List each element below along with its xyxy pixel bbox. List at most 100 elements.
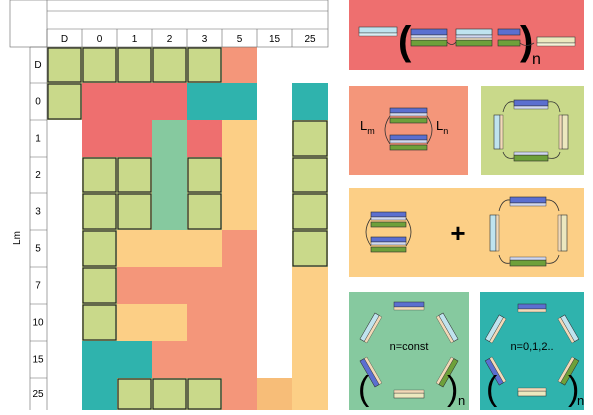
grid-cell bbox=[82, 341, 117, 378]
ring-brick-body bbox=[394, 302, 424, 307]
grid-cell bbox=[117, 267, 152, 304]
grid-cell bbox=[152, 193, 187, 230]
grid-cell bbox=[222, 341, 257, 378]
tetramer-bottom bbox=[514, 155, 548, 161]
linear-brick-right bbox=[537, 37, 575, 46]
grid-cell bbox=[47, 157, 82, 193]
grid-cell bbox=[117, 47, 152, 83]
column-label: 15 bbox=[269, 34, 281, 45]
dimer-brick-top bbox=[390, 108, 427, 123]
grid-cell bbox=[82, 230, 117, 267]
grid-cell bbox=[47, 230, 82, 267]
panel-ring-const: n=const ( ) n bbox=[349, 292, 469, 410]
grid-cell bbox=[257, 157, 292, 193]
row-label: 0 bbox=[35, 97, 41, 108]
grid-cell bbox=[292, 120, 328, 157]
grid-cell bbox=[222, 83, 257, 120]
panel-tetramer bbox=[481, 86, 584, 175]
ring-brick-stripe bbox=[394, 307, 424, 310]
grid-cell bbox=[257, 83, 292, 120]
lm-axis-label: Lm bbox=[12, 231, 23, 245]
grid-cell bbox=[187, 267, 222, 304]
grid-cell bbox=[187, 193, 222, 230]
grid-cell bbox=[187, 83, 222, 120]
plus-sign: + bbox=[450, 218, 465, 248]
grid-cell bbox=[292, 157, 328, 193]
ring-brick-stripe bbox=[394, 390, 424, 393]
grid-cell bbox=[187, 304, 222, 341]
grid-cell bbox=[47, 341, 82, 378]
panel-f-n: n bbox=[577, 393, 584, 408]
grid-cell bbox=[117, 341, 152, 378]
grid-cell bbox=[152, 378, 187, 410]
grid-cell bbox=[222, 304, 257, 341]
panel-e-n: n bbox=[458, 393, 465, 408]
tetramer-right bbox=[562, 115, 568, 149]
panel-a-n: n bbox=[532, 51, 541, 68]
grid-cell bbox=[257, 193, 292, 230]
grid-cell bbox=[152, 120, 187, 157]
grid-cell bbox=[82, 157, 117, 193]
row-label: 7 bbox=[35, 281, 41, 292]
grid-cell bbox=[257, 304, 292, 341]
paren-left-e: ( bbox=[358, 370, 370, 408]
paren-right-e: ) bbox=[447, 370, 458, 408]
grid-cell bbox=[292, 83, 328, 120]
grid-cell bbox=[47, 304, 82, 341]
linear-brick-left bbox=[359, 27, 397, 36]
grid-cell bbox=[292, 304, 328, 341]
ring-brick bbox=[518, 388, 546, 396]
ring-brick-body bbox=[394, 393, 424, 398]
grid-cell bbox=[47, 267, 82, 304]
grid-cell bbox=[222, 230, 257, 267]
row-label: D bbox=[34, 60, 41, 71]
linear-brick-mid1 bbox=[411, 29, 447, 46]
linear-brick-mid2 bbox=[456, 29, 492, 46]
grid-cell bbox=[47, 83, 82, 120]
grid-cell bbox=[117, 304, 152, 341]
grid-cell bbox=[82, 83, 117, 120]
panel-ring-series: n=0,1,2.. ( ) n bbox=[480, 292, 584, 410]
grid-cell bbox=[292, 378, 328, 410]
grid-cell bbox=[187, 120, 222, 157]
ring-brick bbox=[518, 304, 546, 312]
grid-cell bbox=[117, 230, 152, 267]
grid-cell bbox=[152, 304, 187, 341]
grid-cell bbox=[152, 230, 187, 267]
grid-cell bbox=[82, 47, 117, 83]
row-label: 2 bbox=[35, 170, 41, 181]
grid-cell bbox=[47, 193, 82, 230]
grid-cell bbox=[187, 341, 222, 378]
grid-cell bbox=[292, 47, 328, 83]
panel-linear-chain: ( ) n bbox=[349, 0, 584, 70]
grid-cell bbox=[47, 120, 82, 157]
grid-cell bbox=[152, 341, 187, 378]
column-label: 1 bbox=[132, 34, 138, 45]
grid-cell bbox=[292, 193, 328, 230]
dimer-brick-bottom bbox=[390, 135, 427, 150]
row-label: 1 bbox=[35, 134, 41, 145]
row-label: 25 bbox=[32, 389, 44, 400]
grid-cell bbox=[222, 267, 257, 304]
column-label: 5 bbox=[237, 34, 243, 45]
grid-cell bbox=[187, 157, 222, 193]
grid-cell bbox=[222, 120, 257, 157]
left-paren: ( bbox=[398, 19, 412, 63]
grid-cell bbox=[82, 193, 117, 230]
grid-cell bbox=[152, 157, 187, 193]
panel-dimer: Lm Ln bbox=[349, 86, 468, 175]
row-label: 3 bbox=[35, 207, 41, 218]
grid-cell bbox=[222, 378, 257, 410]
ring-brick bbox=[394, 390, 424, 398]
ring-brick-body bbox=[518, 304, 546, 309]
grid-cell bbox=[257, 230, 292, 267]
ring-brick-stripe bbox=[518, 309, 546, 312]
tetramer-top bbox=[514, 100, 548, 106]
grid-cell bbox=[152, 267, 187, 304]
grid-cell bbox=[82, 378, 117, 410]
row-label: 15 bbox=[32, 355, 44, 366]
grid-cell bbox=[222, 193, 257, 230]
